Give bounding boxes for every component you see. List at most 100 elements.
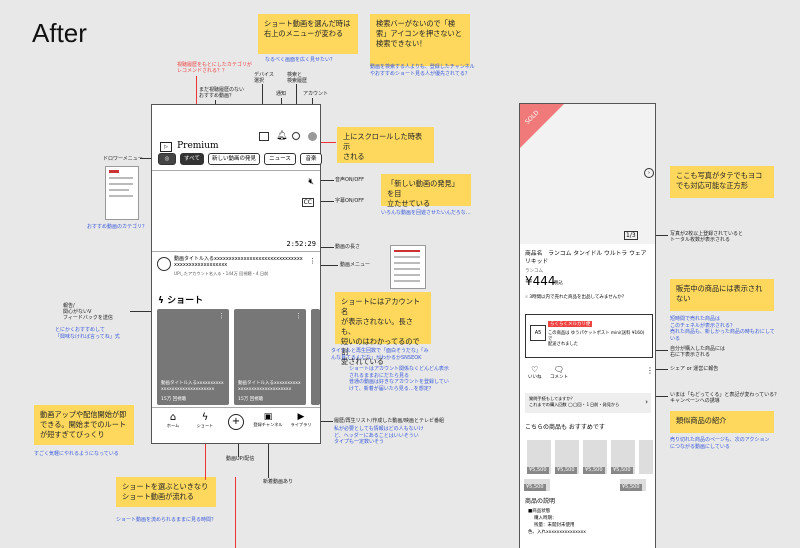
sticky-square-photo: ここも写真がタテでもヨコ でも対応可能な正方形 — [670, 166, 774, 198]
chip-all[interactable]: すべて — [180, 153, 204, 165]
product-name: 商品名 ランコム タンイドル ウルトラ ウェア リキッド — [525, 251, 647, 265]
explore-icon[interactable]: ◎ — [158, 153, 176, 165]
note-app-launch: すごく気軽にやれるようになっている — [34, 451, 119, 457]
label-report: 報告/ 関心がないV フィードバックを送信 — [63, 303, 113, 321]
subscriptions-icon: ▣ — [263, 412, 273, 422]
video-meta: UPしたアカウント名入る・144万 回視聴・4 日前 — [174, 271, 269, 276]
label-new-arrival: 新着動画あり — [263, 479, 294, 485]
note-sold-count: 短時間で売れた商品は このチェネルが表示される？ 売れた商品も、新しかった商品の… — [670, 316, 775, 342]
caption-icon[interactable]: CC — [301, 198, 314, 207]
next-photo-icon[interactable]: › — [644, 168, 654, 178]
share-menu-icon[interactable]: ⋮ — [646, 366, 654, 375]
label-drawer: ドロワーメニュー — [103, 156, 143, 162]
desc-title: 商品の説明 — [525, 498, 556, 505]
note-category: おすすめ動画のカテゴリ？ — [87, 224, 148, 230]
similar-item[interactable] — [639, 440, 653, 474]
bell-icon[interactable]: 🔔︎ — [276, 131, 288, 141]
label-fav: いまは「もどってくる」と表記が変わっている？ キャンペーンへの誘導 — [670, 392, 780, 404]
shorts-icon: ϟ — [201, 412, 209, 423]
nav-shorts[interactable]: ϟ ショート — [190, 412, 220, 429]
hand-icon: ☝ — [525, 295, 528, 300]
tax-note: 税込 — [554, 281, 563, 286]
similar-title: こちらの商品も おすすめです — [525, 424, 605, 431]
label-search: 検索と 検索履歴 — [287, 72, 308, 84]
channel-avatar[interactable] — [157, 257, 171, 271]
note-report: とにかくおすすめして 「興味なければ言ってね」式 — [55, 327, 120, 340]
note-short-menu: なるべく画面を広く見せたい？ — [265, 57, 336, 63]
cast-icon[interactable] — [259, 132, 269, 141]
desc-body: ■商品状態 購入時期： 残量：未開封未使用 色、入れxxxxxxxxxxxxxx… — [528, 509, 586, 535]
note-no-search: 動画を検索する人よりも、登録したチャンネル やおすすめショート見る人が優先されて… — [370, 64, 475, 77]
nav-library[interactable]: ▶ ライブラリ — [284, 412, 318, 428]
short-card[interactable]: ⋮ 動画タイトル入るxxxxxxxxxxxxxxxxxxxxxxxxxxxxxx… — [234, 309, 306, 405]
heart-icon: ♡ — [531, 365, 539, 374]
chevron-right-icon: › — [645, 398, 648, 406]
logo: ▷ Premium — [160, 133, 219, 152]
nav-home[interactable]: ⌂ ホーム — [158, 412, 188, 429]
like-button[interactable]: ♡いいね — [528, 365, 542, 380]
short-menu-icon: ⋮ — [295, 312, 302, 320]
nav-subscriptions[interactable]: ▣ 登録チャンネル — [253, 412, 283, 427]
similar-item[interactable]: ¥5,500 — [555, 440, 579, 474]
review-box[interactable]: 質問手続もしてますか？ これまでの購入回数 ◯◯回・１日前・発見から › — [525, 393, 651, 413]
similar-item[interactable]: ¥5,500 — [611, 440, 635, 474]
brand[interactable]: ランコム — [525, 269, 543, 274]
label-share: シェア or 運営に報告 — [670, 366, 719, 372]
chip-bar: ◎ すべて 新しい動画の発見 ニュース 音楽 — [158, 153, 322, 166]
library-icon: ▶ — [297, 412, 305, 422]
upload-icon[interactable]: + — [228, 414, 244, 430]
chip-news[interactable]: ニュース — [264, 153, 296, 165]
menu-thumb — [390, 245, 426, 289]
note-similar: 売り切れた商品のページも、次のアクション につながる動画にしている — [670, 437, 770, 450]
note-shorts-account: ショートはアカウント関係なくどんどん表示 されるままおにだたら見る 普通の動画は… — [349, 366, 449, 392]
comment-icon: 🗨︎ — [553, 365, 565, 374]
category-thumb — [105, 166, 139, 220]
shipping-box: A5 らくらくメルカリ便 この商品は ゆうパケットポスト mini(送料 ¥16… — [525, 314, 653, 358]
sold-banner — [520, 104, 564, 148]
sticky-shorts-flow: ショートを選ぶといきなり ショート動画が流れる — [116, 477, 216, 507]
video-title[interactable]: 動画タイトル入るxxxxxxxxxxxxxxxxxxxxxxxxxxxxxxxx… — [174, 256, 303, 268]
duration: 2:52:29 — [286, 240, 316, 248]
sticky-short-menu: ショート動画を選んだ時は 右上のメニューが変わる — [258, 14, 358, 54]
photo-counter: 1/3 — [624, 231, 638, 240]
similar-item[interactable]: ¥5,500 — [527, 440, 551, 474]
avatar[interactable] — [308, 132, 317, 141]
chip-new-discovery[interactable]: 新しい動画の発見 — [208, 153, 260, 165]
note-shorts-flow: ショート動画を流められるままに見る時間？ — [116, 517, 217, 523]
price: ¥444 — [525, 274, 556, 288]
label-device: デバイス 選択 — [254, 72, 274, 84]
label-playlist: 履歴/再生リスト/作成した動画/映画とテレビ番組 — [334, 418, 445, 424]
label-length: 動画の長さ — [335, 244, 361, 250]
page-title: After — [32, 18, 87, 48]
similar-item[interactable]: ¥5,500 — [620, 479, 646, 491]
sticky-new-video: 「新しい動画の発見」を目 立たせている — [381, 174, 471, 208]
similar-item[interactable]: ¥5,500 — [524, 479, 550, 491]
sticky-not-sold: 販売中の商品には表示され ない — [670, 279, 774, 311]
chip-music[interactable]: 音楽 — [300, 153, 322, 165]
sticky-similar: 類似商品の紹介 — [670, 411, 774, 433]
ship-tag: らくらくメルカリ便 — [548, 321, 593, 327]
search-icon[interactable] — [292, 132, 300, 140]
more-vert-icon[interactable]: ⋮ — [309, 257, 316, 265]
similar-item[interactable]: ¥5,500 — [583, 440, 607, 474]
label-photo-count: 写真が2枚以上登録されていると トータル枚数が表示される — [670, 231, 744, 243]
label-notify: 通知 — [276, 91, 287, 97]
product-photo[interactable]: SOLD › 1/3 — [520, 104, 655, 244]
video-thumbnail[interactable]: 🔇︎ CC 2:52:29 — [152, 170, 320, 252]
label-caption: 字幕ON/OFF — [335, 198, 365, 204]
similar-grid-2: ¥5,500 ¥5,500 — [524, 479, 652, 501]
similar-grid: ¥5,500 ¥5,500 ¥5,500 ¥5,500 — [527, 440, 653, 480]
short-card[interactable]: ⋮ 動画タイトル入るxxxxxxxxxxxxxxxxxxxxxxxxxxxxxx… — [157, 309, 229, 405]
ship-text: この商品は ゆうパケットポスト mini(送料 ¥160)で 配送されました — [548, 331, 645, 347]
sold-note: ☝ 3時間以内で売れた商品を出品してみませんか？ — [525, 295, 627, 300]
play-icon: ▷ — [160, 142, 172, 152]
note-shorts-noname: タイトルと再生回数で「面白そうだな」「み んな見てるんだな」がわかるかSNSEO… — [331, 348, 429, 361]
home-icon: ⌂ — [169, 412, 177, 423]
comment-button[interactable]: 🗨︎コメント — [550, 365, 568, 380]
ship-size: A5 — [530, 325, 546, 341]
note-playlist: 私が必要としても情報はどの人もないけ ど、ヘッダーにあることはいいそうい タイプ… — [334, 426, 424, 445]
label-menu: 動画メニュー — [340, 262, 371, 268]
note-new-video: いろんな動画を回遊させたいんだろな… — [381, 210, 471, 216]
label-rec-category: 視聴履歴をもとにしたカテゴリが レコメンドされる？？ — [177, 62, 252, 74]
sound-icon[interactable]: 🔇︎ — [308, 177, 314, 187]
